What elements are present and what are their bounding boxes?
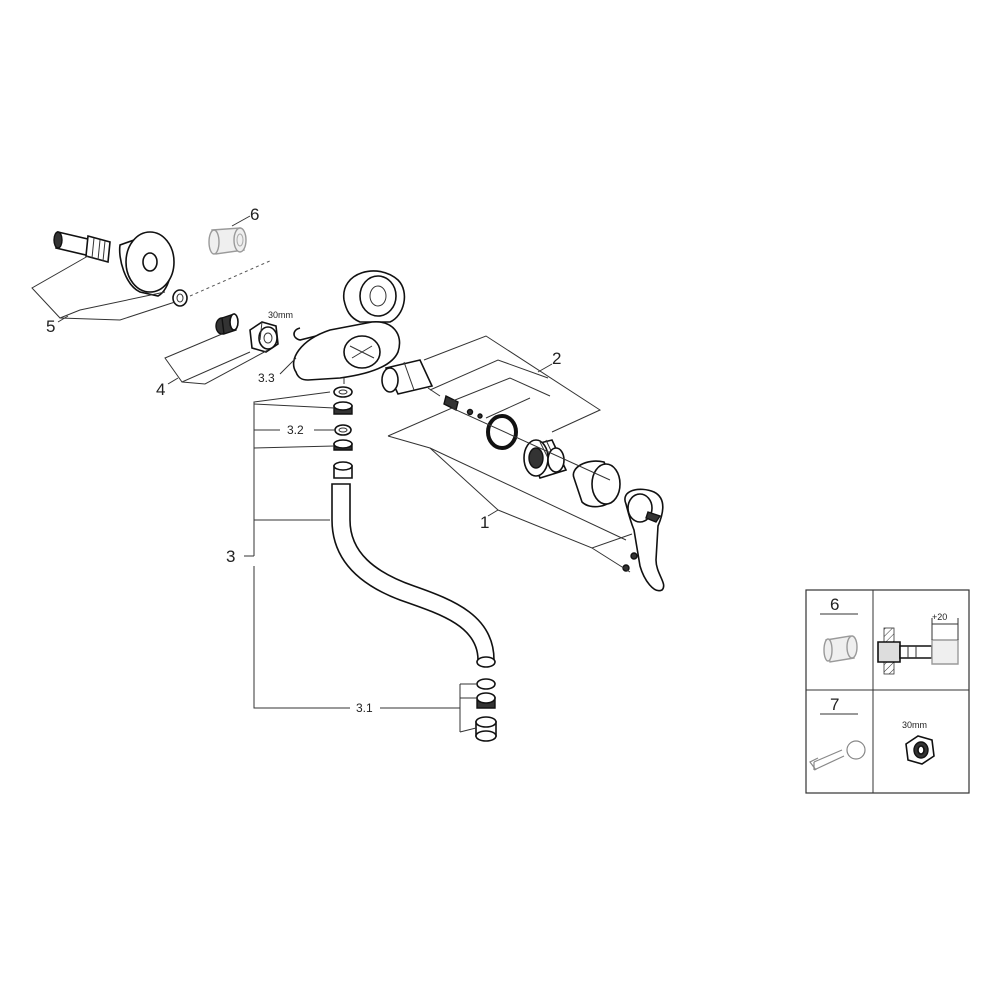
part-6-extension-group: 6 (189, 205, 273, 297)
threaded-sleeve (523, 439, 568, 479)
legend-cell-extension: +20 (877, 612, 959, 675)
extension-label: +20 (932, 612, 947, 622)
part-1-lever-group: 1 (387, 407, 665, 592)
nut-size-label: 30mm (268, 310, 293, 320)
callout-2: 2 (552, 349, 561, 368)
legend-cell-6: 6 (820, 595, 858, 663)
part-5-s-union-group: 5 (31, 231, 188, 336)
callout-1: 1 (480, 513, 489, 532)
wrench-icon (809, 740, 866, 771)
callout-5: 5 (46, 317, 55, 336)
legend-cell-nut: 30mm (902, 720, 935, 765)
hex-nut (249, 321, 279, 353)
connection-insert (215, 313, 239, 335)
legend-cell-7: 7 (809, 695, 866, 771)
part-4-nut-group: 30mm 4 (156, 310, 293, 399)
legend-nut-size: 30mm (902, 720, 927, 730)
s-union-connector (53, 231, 111, 264)
hex-nut-icon (905, 735, 935, 765)
extension-icon (823, 635, 858, 663)
part-3-spout-group: 3 3.2 3.1 (226, 386, 497, 742)
callout-3: 3 (226, 547, 235, 566)
legend-box: 6 +20 7 (805, 589, 970, 794)
svg-text:7: 7 (830, 695, 839, 714)
callout-4: 4 (156, 380, 165, 399)
mixer-body: 3.3 (258, 270, 406, 385)
cover-sleeve (572, 460, 621, 508)
callout-3-3: 3.3 (258, 371, 275, 385)
callout-6: 6 (250, 205, 259, 224)
callout-3-2: 3.2 (287, 423, 304, 437)
svg-text:6: 6 (830, 595, 839, 614)
o-ring (486, 414, 518, 450)
washer (172, 289, 188, 307)
wall-rosette (118, 231, 175, 297)
callout-3-1: 3.1 (356, 701, 373, 715)
